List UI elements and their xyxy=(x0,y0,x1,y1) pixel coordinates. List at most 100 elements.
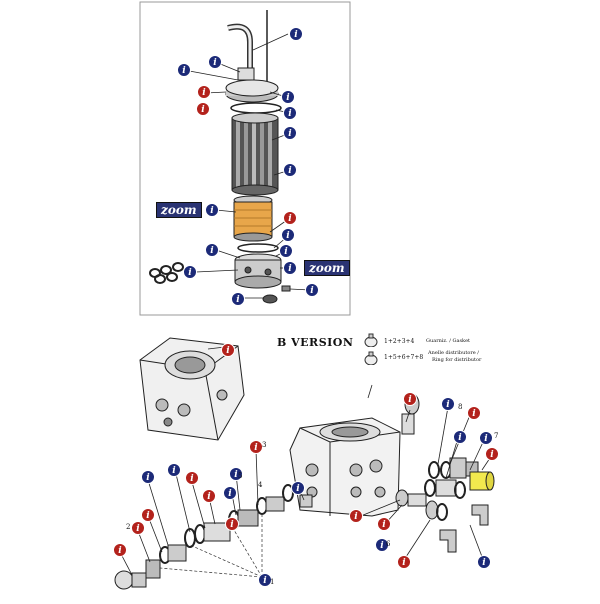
info-badge-red-4[interactable]: i xyxy=(197,85,211,99)
info-badge-blue-2[interactable]: i xyxy=(177,63,191,77)
info-badge-blue-24[interactable]: i xyxy=(479,431,493,445)
zoom-button-filter[interactable]: zoom xyxy=(156,202,202,218)
info-badge-blue-1[interactable]: i xyxy=(289,27,303,41)
info-badge-circle xyxy=(258,573,272,587)
info-badge-blue-43[interactable]: i xyxy=(258,573,272,587)
info-badge-blue-21[interactable]: i xyxy=(441,397,455,411)
info-badge-circle xyxy=(183,265,197,279)
info-badge-circle xyxy=(283,211,297,225)
info-badge-blue-18[interactable]: i xyxy=(305,283,319,297)
info-badge-blue-32[interactable]: i xyxy=(223,486,237,500)
info-icon: i xyxy=(182,66,186,76)
info-badge-red-20[interactable]: i xyxy=(403,392,417,406)
legend-row2-text-1: Anelle distributore / xyxy=(428,350,479,356)
elbow-fitting-upper xyxy=(471,504,489,526)
info-badge-circle xyxy=(185,471,199,485)
info-badge-red-41[interactable]: i xyxy=(397,555,411,569)
info-badge-circle xyxy=(113,543,127,557)
callout-number-4: 4 xyxy=(258,481,263,489)
info-badge-red-22[interactable]: i xyxy=(467,406,481,420)
info-badge-blue-15[interactable]: i xyxy=(183,265,197,279)
info-badge-circle xyxy=(202,489,216,503)
info-badge-red-33[interactable]: i xyxy=(141,508,155,522)
info-badge-blue-7[interactable]: i xyxy=(283,106,297,120)
top-assembly xyxy=(149,10,291,304)
info-badge-blue-16[interactable]: i xyxy=(283,261,297,275)
info-badge-blue-6[interactable]: i xyxy=(281,90,295,104)
main-housing xyxy=(289,417,401,517)
info-badge-blue-17[interactable]: i xyxy=(231,292,245,306)
info-badge-red-35[interactable]: i xyxy=(113,543,127,557)
legend-row1-code: 1+2+3+4 xyxy=(384,338,415,345)
info-icon: i xyxy=(458,433,462,443)
info-badge-blue-23[interactable]: i xyxy=(453,430,467,444)
info-badge-blue-40[interactable]: i xyxy=(375,538,389,552)
info-badge-blue-30[interactable]: i xyxy=(229,467,243,481)
info-icon: i xyxy=(296,484,300,494)
info-badge-blue-10[interactable]: i xyxy=(205,203,219,217)
info-badge-circle xyxy=(141,508,155,522)
info-icon: i xyxy=(228,489,232,499)
info-badge-red-11[interactable]: i xyxy=(283,211,297,225)
info-badge-circle xyxy=(453,430,467,444)
info-badge-circle xyxy=(479,431,493,445)
top-panel-frame xyxy=(139,1,351,316)
info-badge-red-37[interactable]: i xyxy=(225,517,239,531)
info-badge-circle xyxy=(208,55,222,69)
housing-perspective xyxy=(139,337,245,441)
ribbed-cylinder xyxy=(231,112,279,196)
info-badge-red-29[interactable]: i xyxy=(185,471,199,485)
info-icon: i xyxy=(210,246,214,256)
info-icon: i xyxy=(230,520,234,530)
info-badge-blue-8[interactable]: i xyxy=(283,126,297,140)
info-badge-red-31[interactable]: i xyxy=(202,489,216,503)
info-badge-circle xyxy=(283,261,297,275)
info-badge-red-19[interactable]: i xyxy=(221,343,235,357)
info-icon: i xyxy=(188,268,192,278)
info-badge-circle xyxy=(231,292,245,306)
info-badge-blue-28[interactable]: i xyxy=(141,470,155,484)
info-icon: i xyxy=(286,231,290,241)
gasket-bag-icon xyxy=(364,333,378,347)
info-badge-red-39[interactable]: i xyxy=(377,517,391,531)
info-badge-circle xyxy=(221,343,235,357)
info-icon: i xyxy=(294,30,298,40)
info-icon: i xyxy=(286,93,290,103)
info-icon: i xyxy=(446,400,450,410)
info-icon: i xyxy=(172,466,176,476)
zoom-button-base[interactable]: zoom xyxy=(304,260,350,276)
info-badge-blue-13[interactable]: i xyxy=(279,244,293,258)
info-badge-circle xyxy=(441,397,455,411)
info-icon: i xyxy=(288,129,292,139)
info-badge-blue-27[interactable]: i xyxy=(167,463,181,477)
info-badge-blue-9[interactable]: i xyxy=(283,163,297,177)
info-badge-red-38[interactable]: i xyxy=(349,509,363,523)
info-badge-blue-42[interactable]: i xyxy=(477,555,491,569)
info-badge-red-25[interactable]: i xyxy=(485,447,499,461)
info-icon: i xyxy=(380,541,384,551)
info-badge-red-5[interactable]: i xyxy=(196,102,210,116)
info-icon: i xyxy=(213,58,217,68)
info-badge-circle xyxy=(205,243,219,257)
info-badge-circle xyxy=(283,163,297,177)
info-badge-blue-14[interactable]: i xyxy=(205,243,219,257)
nut xyxy=(262,294,278,304)
info-icon: i xyxy=(472,409,476,419)
info-icon: i xyxy=(490,450,494,460)
info-badge-circle xyxy=(375,538,389,552)
info-icon: i xyxy=(136,524,140,534)
elbow-fitting-lower xyxy=(439,529,457,553)
info-badge-circle xyxy=(279,244,293,258)
info-badge-red-34[interactable]: i xyxy=(131,521,145,535)
info-badge-blue-3[interactable]: i xyxy=(208,55,222,69)
info-badge-circle xyxy=(197,85,211,99)
info-badge-blue-36[interactable]: i xyxy=(291,481,305,495)
info-badge-blue-12[interactable]: i xyxy=(281,228,295,242)
info-badge-circle xyxy=(377,517,391,531)
info-badge-red-26[interactable]: i xyxy=(249,440,263,454)
info-icon: i xyxy=(146,511,150,521)
info-badge-circle xyxy=(196,102,210,116)
info-badge-circle xyxy=(283,126,297,140)
